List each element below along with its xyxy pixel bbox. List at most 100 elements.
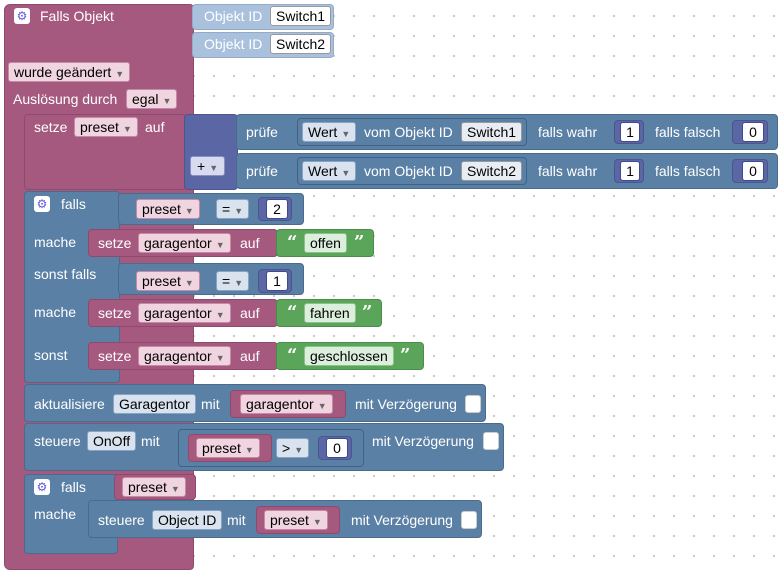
control-delay-checkbox[interactable] [483,432,499,450]
set2-var: garagentor [144,305,212,321]
control-object[interactable]: OnOff [87,431,137,451]
if2-control-mit: mit [227,512,246,528]
check-row-1-vom: vom Objekt ID [364,124,453,140]
text-value-1[interactable]: offen [304,233,347,253]
set-preset-var-dropdown[interactable]: preset▼ [74,117,138,137]
if1-mache2: mache [34,304,77,320]
text-value-3[interactable]: geschlossen [304,346,394,366]
quote-close-icon: ” [362,302,373,323]
update-mit: mit [201,396,220,412]
check-row-2-false-value[interactable]: 0 [742,161,764,181]
object-id-field-2[interactable]: Switch2 [270,34,332,54]
check-row-2-wert-dropdown[interactable]: Wert▼ [302,161,357,181]
changed-value: wurde geändert [14,64,112,80]
check-row-1-false-value[interactable]: 0 [742,122,764,142]
if1-var-dropdown[interactable]: preset▼ [136,199,200,219]
chevron-down-icon: ▼ [122,124,132,134]
control-var: preset [202,440,241,456]
control-label: steuere [34,433,81,449]
if2-control-var-dropdown[interactable]: preset▼ [264,510,328,530]
gear-icon[interactable]: ⚙ [34,479,50,495]
update-delay-checkbox[interactable] [465,395,481,413]
set-preset-setze: setze [34,119,68,135]
check-row-1-wert: Wert [308,124,338,140]
set3-label: setze [98,348,132,364]
check-row-2-wert: Wert [308,163,338,179]
if1-falls: falls [61,196,86,212]
chevron-down-icon: ▼ [162,96,172,106]
chevron-down-icon: ▼ [215,310,225,320]
cause-dropdown[interactable]: egal▼ [126,89,178,109]
if2-control-object[interactable]: Object ID [152,510,223,530]
check-row-1-true-value[interactable]: 1 [620,122,640,142]
gear-icon[interactable]: ⚙ [34,196,50,212]
chevron-down-icon: ▼ [215,240,225,250]
check-row-2-obj[interactable]: Switch2 [461,161,523,181]
set3-auf: auf [240,348,260,364]
gear-icon[interactable]: ⚙ [14,8,30,24]
if2-var: preset [128,479,167,495]
if1-op2-dropdown[interactable]: =▼ [216,271,250,291]
quote-close-icon: ” [354,232,365,253]
if1-op-dropdown[interactable]: =▼ [216,199,250,219]
if2-control-delay: mit Verzögerung [351,512,453,528]
control-value[interactable]: 0 [326,438,348,458]
check-row-2-true-value[interactable]: 1 [620,161,640,181]
check-row-1-pruefe: prüfe [246,124,278,140]
quote-open-icon: “ [287,302,298,323]
if1-value[interactable]: 2 [266,199,288,219]
plus-label: + [197,158,206,174]
trigger-title: Falls Objekt [40,8,114,24]
chevron-down-icon: ▼ [209,163,219,173]
update-delay: mit Verzögerung [355,396,457,412]
chevron-down-icon: ▼ [234,278,244,288]
object-id-field-1[interactable]: Switch1 [270,6,332,26]
quote-open-icon: “ [287,345,298,366]
check-row-2-pruefe: prüfe [246,163,278,179]
check-row-1-true-label: falls wahr [538,124,598,140]
if2-control-var: preset [270,512,309,528]
update-object[interactable]: Garagentor [113,394,196,414]
if2-var-dropdown[interactable]: preset▼ [122,477,186,497]
changed-dropdown[interactable]: wurde geändert▼ [8,62,131,82]
set-preset-var: preset [80,119,119,135]
set3-var: garagentor [144,348,212,364]
if2-falls: falls [61,479,86,495]
quote-open-icon: “ [287,232,298,253]
if1-else: sonst [34,347,68,363]
check-row-1-wert-dropdown[interactable]: Wert▼ [302,122,357,142]
object-id-label-1: Objekt ID [204,8,263,24]
control-delay: mit Verzögerung [372,433,474,449]
set2-var-dropdown[interactable]: garagentor▼ [138,303,231,323]
if1-var: preset [142,201,181,217]
chevron-down-icon: ▼ [170,484,180,494]
chevron-down-icon: ▼ [312,517,322,527]
control-op-dropdown[interactable]: >▼ [276,438,310,458]
chevron-down-icon: ▼ [317,401,327,411]
check-row-2-vom: vom Objekt ID [364,163,453,179]
chevron-down-icon: ▼ [244,445,254,455]
chevron-down-icon: ▼ [294,445,304,455]
update-var-dropdown[interactable]: garagentor▼ [240,394,333,414]
if1-value2[interactable]: 1 [266,271,288,291]
chevron-down-icon: ▼ [341,168,351,178]
if2-control-delay-checkbox[interactable] [461,511,477,529]
control-var-dropdown[interactable]: preset▼ [196,438,260,458]
if2-mache: mache [34,506,77,522]
cause-value: egal [132,91,159,107]
cause-label: Auslösung durch [13,91,118,107]
if2-control-label: steuere [98,512,145,528]
chevron-down-icon: ▼ [115,69,125,79]
if1-var2-dropdown[interactable]: preset▼ [136,271,200,291]
join-block[interactable] [184,114,238,190]
if1-op: = [222,201,231,217]
check-row-1-false-label: falls falsch [655,124,721,140]
text-value-2[interactable]: fahren [304,303,356,323]
set3-var-dropdown[interactable]: garagentor▼ [138,346,231,366]
check-row-1-obj[interactable]: Switch1 [461,122,523,142]
set1-var-dropdown[interactable]: garagentor▼ [138,233,231,253]
update-var: garagentor [246,396,314,412]
plus-button[interactable]: +▼ [190,156,226,176]
set1-auf: auf [240,235,260,251]
chevron-down-icon: ▼ [184,206,194,216]
